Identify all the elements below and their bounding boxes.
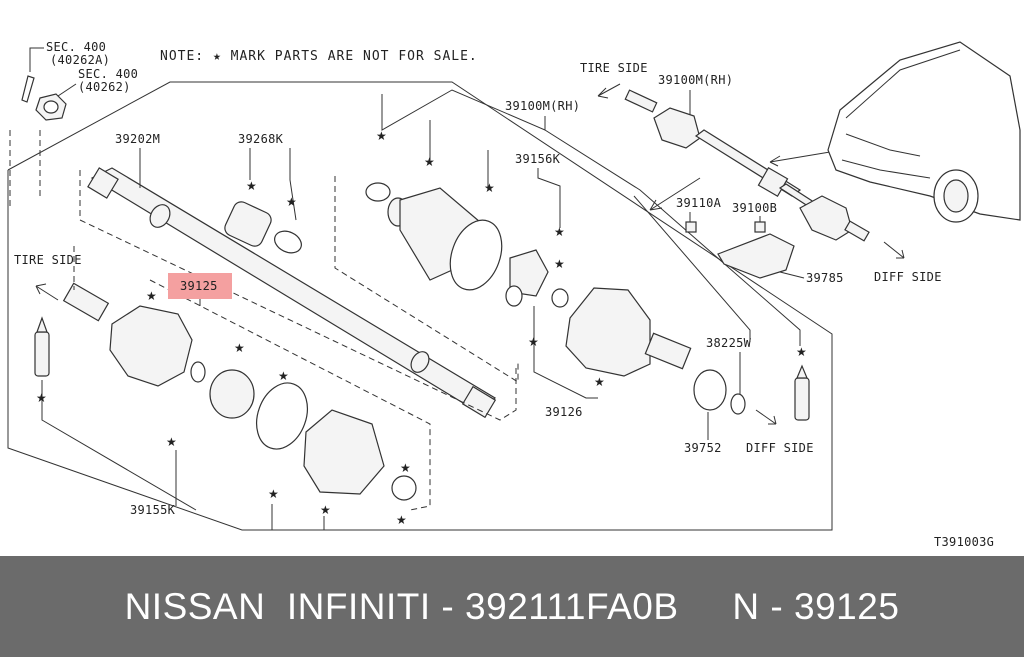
svg-text:★: ★ bbox=[146, 289, 157, 303]
label-39100b: 39100B bbox=[732, 201, 777, 215]
bracket-39785 bbox=[685, 221, 795, 279]
inner-joint-housing-39126 bbox=[565, 287, 692, 377]
assembly-boundary bbox=[7, 81, 833, 531]
label-39155k: 39155K bbox=[130, 503, 176, 517]
arrow-diff-side-top-icon bbox=[883, 241, 905, 259]
svg-text:★: ★ bbox=[396, 513, 407, 527]
svg-text:★: ★ bbox=[36, 391, 47, 405]
footer-text: NISSAN INFINITI - 392111FA0B N - 39125 bbox=[124, 585, 900, 627]
label-tire-side-left: TIRE SIDE bbox=[14, 253, 82, 267]
svg-text:★: ★ bbox=[234, 341, 245, 355]
svg-text:★: ★ bbox=[246, 179, 257, 193]
svg-text:★: ★ bbox=[320, 503, 331, 517]
highlight-box-39125 bbox=[168, 273, 232, 299]
label-39752: 39752 bbox=[684, 441, 722, 455]
label-39126: 39126 bbox=[545, 405, 583, 419]
svg-text:★: ★ bbox=[484, 181, 495, 195]
arrow-tire-side-left-icon bbox=[35, 283, 59, 301]
outer-cv-joint-group bbox=[62, 282, 417, 501]
svg-text:★: ★ bbox=[554, 225, 565, 239]
label-39110a: 39110A bbox=[676, 196, 722, 210]
label-38225w: 38225W bbox=[706, 336, 752, 350]
label-39202m: 39202M bbox=[115, 132, 160, 146]
snap-ring-38225w bbox=[730, 393, 746, 415]
label-sec400-b: SEC. 400 bbox=[78, 67, 138, 81]
label-tire-side-top: TIRE SIDE bbox=[580, 61, 648, 75]
svg-text:★: ★ bbox=[400, 461, 411, 475]
svg-text:★: ★ bbox=[594, 375, 605, 389]
damper-39268k bbox=[224, 201, 302, 254]
svg-text:★: ★ bbox=[268, 487, 279, 501]
label-39785: 39785 bbox=[806, 271, 844, 285]
hub-nut-icon bbox=[35, 93, 67, 121]
label-39100m-mid: 39100M(RH) bbox=[505, 99, 580, 113]
label-sec400-a: SEC. 400 bbox=[46, 40, 106, 54]
label-39100m-top: 39100M(RH) bbox=[658, 73, 733, 87]
shaft-39202m bbox=[87, 167, 497, 419]
seal-ring-39752 bbox=[693, 369, 727, 411]
svg-text:★: ★ bbox=[554, 257, 565, 271]
label-39268k: 39268K bbox=[238, 132, 284, 146]
arrow-tire-side-top-icon bbox=[597, 83, 621, 99]
inner-boot-group bbox=[365, 182, 569, 308]
vehicle-front-icon bbox=[827, 41, 1021, 223]
part-number-footer: NISSAN INFINITI - 392111FA0B N - 39125 bbox=[0, 556, 1024, 657]
grease-tube-right-icon bbox=[794, 364, 810, 421]
label-sec400-b-sub: (40262) bbox=[78, 80, 131, 94]
drawing-code: T391003G bbox=[934, 535, 994, 549]
grease-tube-left-icon bbox=[34, 316, 50, 377]
svg-text:★: ★ bbox=[424, 155, 435, 169]
svg-text:★: ★ bbox=[286, 195, 297, 209]
label-39125: 39125 bbox=[180, 279, 218, 293]
svg-text:★: ★ bbox=[278, 369, 289, 383]
svg-text:★: ★ bbox=[528, 335, 539, 349]
drive-shaft-exploded-diagram: NOTE: ★ MARK PARTS ARE NOT FOR SALE. SEC… bbox=[7, 40, 1021, 549]
svg-text:★: ★ bbox=[376, 129, 387, 143]
label-39156k: 39156K bbox=[515, 152, 561, 166]
cotter-pin-icon bbox=[21, 75, 35, 103]
assembled-drive-shaft bbox=[624, 89, 870, 242]
label-diff-side-top: DIFF SIDE bbox=[874, 270, 942, 284]
note-text: NOTE: ★ MARK PARTS ARE NOT FOR SALE. bbox=[160, 49, 478, 64]
label-sec400-a-sub: (40262A) bbox=[50, 53, 110, 67]
arrow-diff-side-bottom-icon bbox=[755, 409, 777, 425]
label-diff-side-bottom: DIFF SIDE bbox=[746, 441, 814, 455]
svg-text:★: ★ bbox=[166, 435, 177, 449]
svg-text:★: ★ bbox=[796, 345, 807, 359]
